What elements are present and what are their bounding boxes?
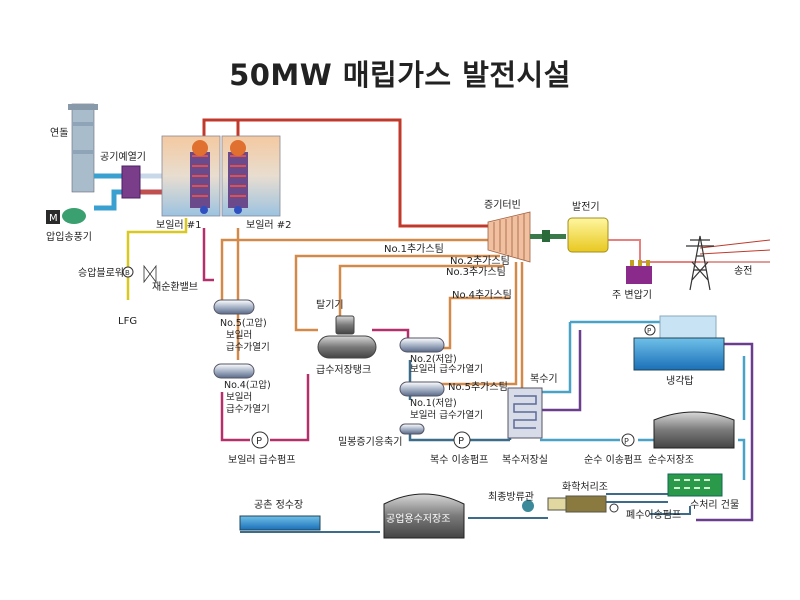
- lp1-label-1: No.1(저압): [410, 397, 457, 409]
- hp4-label-2: 보일러: [226, 392, 252, 403]
- hp-heater-4: [213, 363, 255, 379]
- cooling-tower: [633, 315, 725, 371]
- condensate-pump-symbol: [453, 431, 471, 449]
- wastewater-pump-label: 폐수이송펌프: [626, 509, 681, 521]
- condenser: [507, 387, 543, 439]
- boiler-1: [161, 135, 221, 217]
- deaerator: [335, 315, 355, 335]
- hp5-label-2: 보일러: [226, 330, 252, 341]
- feed-pump-label: 보일러 급수펌프: [228, 454, 296, 466]
- air-ducts: [94, 173, 162, 211]
- stack-label: 연돌: [50, 127, 68, 139]
- boiler2-label: 보일러 #2: [246, 219, 292, 231]
- lp2-label-2: 보일러 급수가열기: [410, 364, 483, 375]
- forced-draft-fan: M: [46, 208, 86, 224]
- lfg-gas-line: [126, 218, 188, 300]
- cooling-pump-symbol: [644, 324, 656, 336]
- cooling-tower-label: 냉각탑: [666, 375, 694, 387]
- pure-pump-letter: P: [624, 437, 629, 446]
- recirc-valve-icon: [143, 264, 157, 284]
- pure-pump-label: 순수 이송펌프: [584, 454, 642, 466]
- chemical-treatment-tank: [565, 495, 607, 513]
- main-transformer: [626, 260, 652, 284]
- ext3-label: No.3추가스팀: [446, 266, 506, 278]
- feed-tank-label: 급수저장탱크: [316, 364, 371, 376]
- hp5-label-3: 급수가열기: [226, 342, 270, 353]
- ext4-label: No.4추가스팀: [452, 289, 512, 301]
- gland-condenser: [399, 423, 425, 435]
- gland-condenser-label: 밀봉증기응축기: [338, 436, 402, 448]
- chem-tank-label: 화학처리조: [562, 481, 608, 493]
- page-title: 50MW 매립가스 발전시설: [229, 58, 571, 92]
- pure-water-tank: [653, 411, 735, 449]
- boiler1-label: 보일러 #1: [156, 219, 202, 231]
- booster-blower-label: 승압블로워: [78, 266, 124, 279]
- fan-label: 압입송풍기: [46, 230, 92, 243]
- condensate-pump-label: 복수 이송펌프: [430, 454, 488, 466]
- water-treatment-building: [667, 473, 723, 497]
- transmission-tower: [686, 235, 714, 291]
- circulating-water-lines: [540, 320, 746, 480]
- lfg-label: LFG: [118, 316, 137, 327]
- transmission-label: 송전: [734, 265, 752, 277]
- boiler-2: [221, 135, 281, 217]
- hp4-label-1: No.4(고압): [224, 379, 271, 391]
- hp4-label-3: 급수가열기: [226, 404, 270, 415]
- cooling-pump-letter: P: [647, 327, 651, 335]
- final-outlet-box: [547, 497, 567, 511]
- cooling-water-lines: [540, 330, 754, 522]
- extraction-steam-lines: [220, 228, 524, 400]
- water-plant-label: 공촌 정수장: [254, 499, 303, 511]
- hp-heater-5: [213, 299, 255, 315]
- feed-pump-symbol: [251, 431, 269, 449]
- lp-heater-1: [399, 381, 445, 397]
- steam-turbine: [487, 211, 531, 263]
- industrial-water-tank: [383, 493, 465, 539]
- recirc-valve-label: 재순환밸브: [152, 281, 198, 293]
- industrial-tank-label: 공업용수저장조: [386, 512, 450, 525]
- booster-blower-symbol: [122, 266, 134, 278]
- coupling: [542, 230, 550, 242]
- final-outlet-label: 최종방류관: [488, 491, 534, 503]
- feedwater-lines: [202, 228, 410, 442]
- condensate-pump-letter: P: [458, 436, 464, 447]
- lp-heater-2: [399, 337, 445, 353]
- pure-pump-symbol: [621, 433, 635, 447]
- final-outlet-symbol: [522, 500, 534, 512]
- hotwell-label: 복수저장실: [502, 454, 548, 466]
- wastewater-pump-symbol: [609, 503, 619, 513]
- motor-symbol: M: [49, 213, 58, 224]
- feed-pump-letter: P: [256, 436, 262, 447]
- ext5-label: No.5추가스팀: [448, 381, 508, 393]
- feedwater-tank: [317, 335, 377, 359]
- blower-symbol-letter: B: [125, 269, 130, 277]
- generator: [567, 217, 609, 253]
- ext2-label: No.2추가스팀: [450, 255, 510, 267]
- turbine-blades: [493, 214, 525, 260]
- ext1-label: No.1추가스팀: [384, 243, 444, 255]
- turbine-label: 증기터빈: [484, 199, 521, 211]
- stack: [68, 103, 98, 193]
- pure-tank-label: 순수저장조: [648, 454, 694, 466]
- main-steam-lines: [202, 118, 490, 228]
- hp5-label-1: No.5(고압): [220, 317, 267, 329]
- water-plant-basin: [239, 515, 321, 531]
- lp2-label-1: No.2(저압): [410, 353, 457, 365]
- air-preheater-label: 공기예열기: [100, 151, 146, 163]
- transformer-label: 주 변압기: [612, 288, 652, 301]
- deaerator-label: 탈기기: [316, 298, 344, 311]
- condenser-label: 복수기: [530, 373, 558, 385]
- power-lines: [608, 239, 700, 263]
- lp1-label-2: 보일러 급수가열기: [410, 410, 483, 421]
- water-building-label: 수처리 건물: [690, 499, 739, 511]
- air-preheater: [121, 165, 141, 199]
- transmission-wires: [699, 239, 771, 263]
- generator-label: 발전기: [572, 201, 600, 213]
